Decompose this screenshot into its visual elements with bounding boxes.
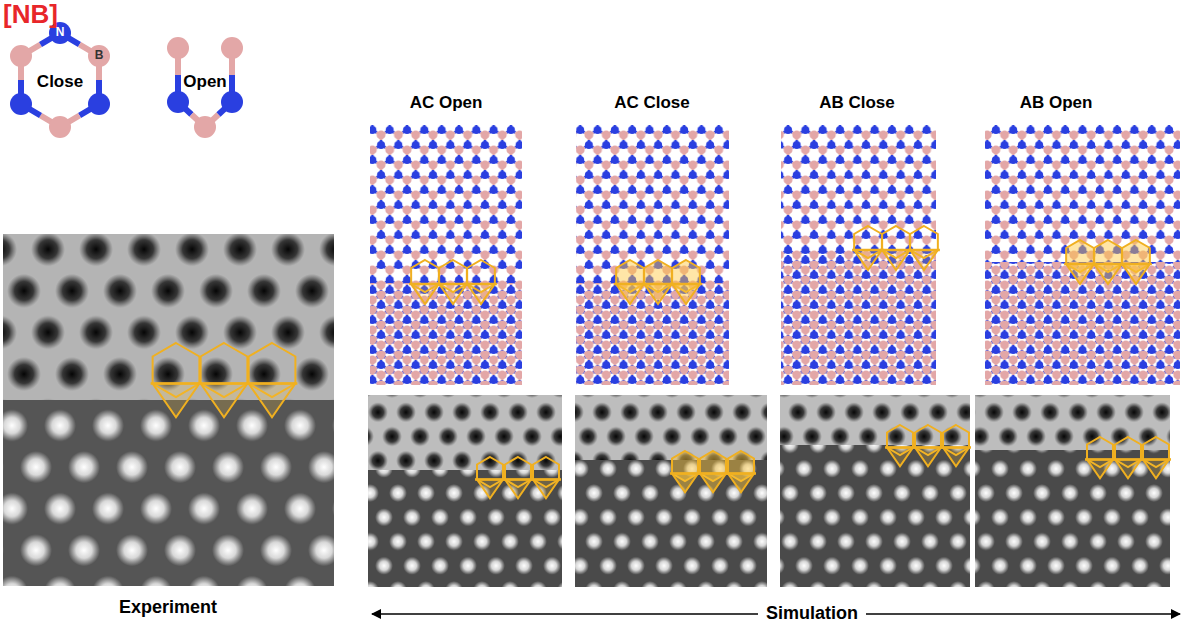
highlight-line <box>908 249 940 252</box>
highlight-triangle <box>439 284 467 304</box>
highlight-line <box>880 249 912 252</box>
highlight-line <box>670 472 700 475</box>
highlight-triangle <box>411 284 439 304</box>
highlight-line <box>437 283 469 286</box>
highlight-line <box>1120 263 1152 266</box>
atomic-models <box>370 125 1180 385</box>
atom <box>167 37 189 59</box>
highlight-triangle <box>533 480 559 499</box>
highlight-triangle <box>477 480 503 499</box>
highlight-triangle <box>616 284 644 304</box>
highlight-triangle <box>1143 460 1169 479</box>
highlight-line <box>199 382 250 385</box>
atom <box>10 93 32 115</box>
atom <box>49 116 71 138</box>
highlight-triangle <box>153 384 200 418</box>
experiment-image <box>3 234 334 586</box>
highlight-line <box>670 283 702 286</box>
highlight-line <box>913 446 943 449</box>
highlight-triangle <box>672 284 700 304</box>
highlight-triangle <box>943 448 969 467</box>
panel-title: AB Close <box>819 94 895 113</box>
highlight-line <box>465 283 497 286</box>
highlight-line <box>409 283 441 286</box>
highlight-line <box>1092 263 1124 266</box>
atom-label: B <box>95 49 104 62</box>
highlight-line <box>531 478 561 481</box>
highlight-triangle <box>1094 264 1122 284</box>
simulated-images <box>368 395 1170 587</box>
highlight-triangle <box>882 250 910 270</box>
highlight-line <box>1064 263 1096 266</box>
highlight-triangle <box>1066 264 1094 284</box>
atom <box>88 45 110 67</box>
atom <box>88 93 110 115</box>
highlight-triangle <box>1115 460 1141 479</box>
ring-label: Open <box>183 73 226 92</box>
highlight-triangle <box>910 250 938 270</box>
atom <box>194 116 216 138</box>
highlight-line <box>941 446 971 449</box>
highlight-triangle <box>1122 264 1150 284</box>
highlight-triangle <box>700 474 726 493</box>
atom <box>221 37 243 59</box>
highlight-triangle <box>467 284 495 304</box>
highlight-line <box>726 472 756 475</box>
highlight-triangle <box>644 284 672 304</box>
highlight-line <box>475 478 505 481</box>
highlight-triangle <box>505 480 531 499</box>
highlight-triangle <box>672 474 698 493</box>
atom <box>10 45 32 67</box>
panel-title: AC Close <box>614 94 690 113</box>
highlight-line <box>1113 458 1143 461</box>
highlight-line <box>1085 458 1115 461</box>
section-label: Experiment <box>119 598 217 618</box>
panel-title: AC Open <box>410 94 483 113</box>
highlight-line <box>698 472 728 475</box>
atom <box>221 91 243 113</box>
highlight-triangle <box>854 250 882 270</box>
panel-title: AB Open <box>1020 94 1093 113</box>
highlight-line <box>642 283 674 286</box>
highlight-line <box>1141 458 1171 461</box>
highlight-triangle <box>249 384 296 418</box>
highlight-triangle <box>728 474 754 493</box>
section-label: Simulation <box>758 604 866 624</box>
highlight-line <box>247 382 298 385</box>
highlight-line <box>503 478 533 481</box>
highlight-overlays <box>151 226 1171 498</box>
highlight-triangle <box>1087 460 1113 479</box>
molecule-models <box>10 22 243 138</box>
highlight-triangle <box>915 448 941 467</box>
panel-tag: [NB] <box>3 0 58 29</box>
highlight-line <box>885 446 915 449</box>
atom <box>167 91 189 113</box>
highlight-line <box>852 249 884 252</box>
atom-label: N <box>56 26 65 39</box>
highlight-triangle <box>201 384 248 418</box>
highlight-line <box>151 382 202 385</box>
highlight-triangle <box>887 448 913 467</box>
highlight-line <box>614 283 646 286</box>
ring-label: Close <box>37 73 83 92</box>
